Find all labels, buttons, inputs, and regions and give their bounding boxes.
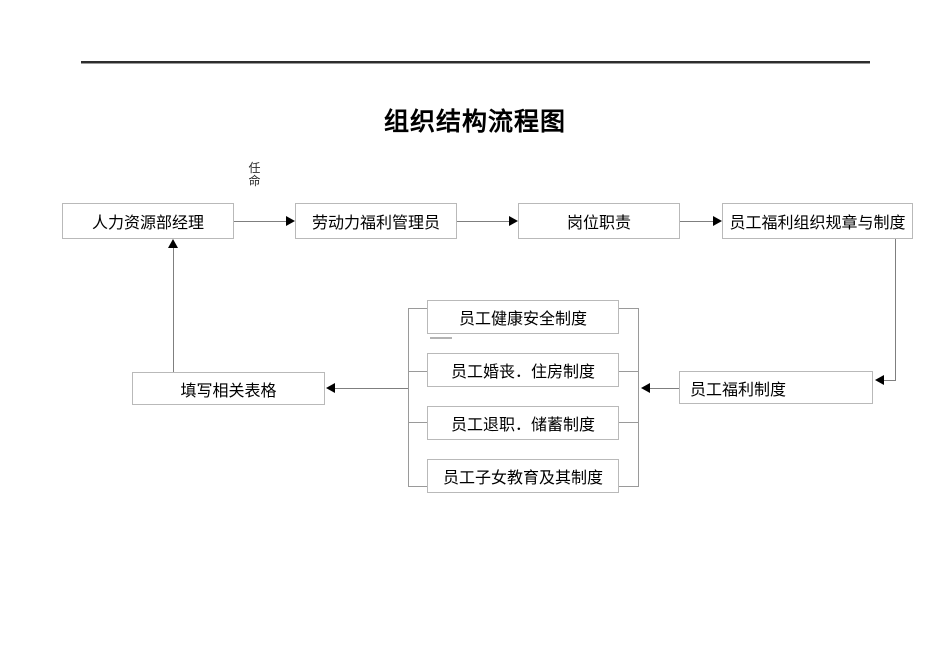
node-retirement-savings: 员工退职．储蓄制度 (427, 406, 619, 440)
node-marriage-housing-label: 员工婚丧．住房制度 (450, 364, 595, 381)
node-employee-welfare-system-label: 员工福利制度 (690, 381, 787, 399)
node-labor-welfare-admin: 劳动力福利管理员 (295, 203, 457, 239)
node-retirement-savings-label: 员工退职．储蓄制度 (450, 417, 595, 434)
edge-label-appointment: 任命 (248, 161, 261, 188)
arrowhead-right-icon (713, 216, 722, 226)
connector-group-to-fill-forms (335, 388, 408, 389)
header-rule (81, 61, 870, 64)
node-employee-welfare-system: 员工福利制度 (679, 371, 873, 404)
connector-rules-to-welfare-system (884, 380, 896, 381)
node-marriage-housing: 员工婚丧．住房制度 (427, 353, 619, 387)
arrowhead-up-icon (168, 239, 178, 248)
connector-hr-to-admin (234, 221, 287, 222)
node-labor-welfare-admin-label: 劳动力福利管理员 (311, 215, 440, 232)
connector-rules-down (895, 239, 896, 381)
node-welfare-org-rules: 员工福利组织规章与制度 (722, 203, 913, 239)
arrowhead-right-icon (286, 216, 295, 226)
connector-admin-to-duties (457, 221, 510, 222)
group-bracket-right (638, 308, 639, 487)
stray-line-artifact (430, 337, 452, 339)
page-title: 组织结构流程图 (383, 108, 566, 136)
arrowhead-left-icon (326, 383, 335, 393)
node-job-duties-label: 岗位职责 (566, 215, 631, 232)
node-children-education: 员工子女教育及其制度 (427, 459, 619, 493)
node-hr-manager: 人力资源部经理 (62, 203, 234, 239)
node-health-safety-label: 员工健康安全制度 (458, 311, 587, 328)
arrowhead-left-icon (641, 383, 650, 393)
node-job-duties: 岗位职责 (518, 203, 680, 239)
arrowhead-left-icon (875, 375, 884, 385)
arrowhead-right-icon (509, 216, 518, 226)
connector-duties-to-rules (680, 221, 714, 222)
node-welfare-org-rules-label: 员工福利组织规章与制度 (729, 215, 906, 232)
node-hr-manager-label: 人力资源部经理 (91, 215, 204, 232)
group-bracket-left (408, 308, 409, 487)
connector-welfare-system-to-group (650, 388, 679, 389)
node-health-safety: 员工健康安全制度 (427, 300, 619, 334)
node-children-education-label: 员工子女教育及其制度 (442, 470, 603, 487)
node-fill-forms-label: 填写相关表格 (180, 382, 277, 400)
connector-fill-forms-to-hr (173, 248, 174, 372)
node-fill-forms: 填写相关表格 (132, 372, 325, 405)
